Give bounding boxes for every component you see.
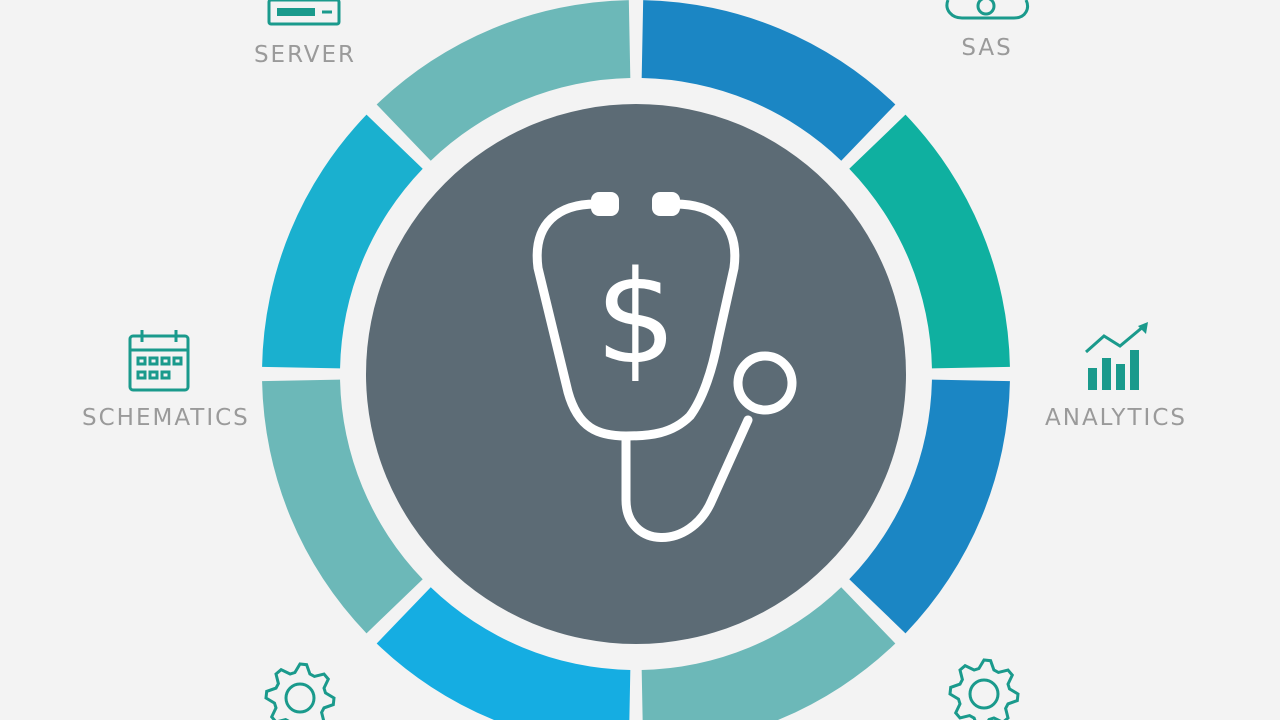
ring-segment-left-lower — [262, 114, 423, 369]
chest-piece — [733, 351, 797, 415]
ring-segment-right-upper — [849, 379, 1010, 634]
ear-tip-left — [591, 192, 619, 216]
ring-segment-bottom-right — [376, 587, 631, 720]
ear-tip-right — [652, 192, 680, 216]
sas-label: SAS — [961, 35, 1013, 61]
server-icon — [267, 0, 341, 26]
ring-segments — [262, 0, 1010, 720]
gear-icon — [948, 658, 1020, 720]
calendar-icon — [128, 330, 190, 392]
tube-lower — [621, 415, 753, 542]
schematics-label: SCHEMATICS — [82, 405, 250, 431]
center-disc — [366, 104, 906, 644]
tube-left — [532, 199, 631, 441]
dollar-symbol: $ — [595, 244, 676, 393]
stethoscope-dollar-icon — [532, 192, 797, 542]
ring-segment-top-left — [641, 0, 896, 161]
analytics-label: ANALYTICS — [1045, 405, 1187, 431]
cloud-icon — [945, 0, 1029, 20]
tube-right — [621, 199, 740, 441]
ring-segment-top-right — [849, 114, 1010, 369]
ring-segment-right-lower — [641, 587, 896, 720]
ring-segment-left-upper — [376, 0, 631, 161]
server-label: SERVER — [253, 42, 357, 68]
gear-icon — [264, 662, 336, 720]
ring-segment-bottom-left — [262, 379, 423, 634]
bar-chart-icon — [1085, 322, 1148, 390]
